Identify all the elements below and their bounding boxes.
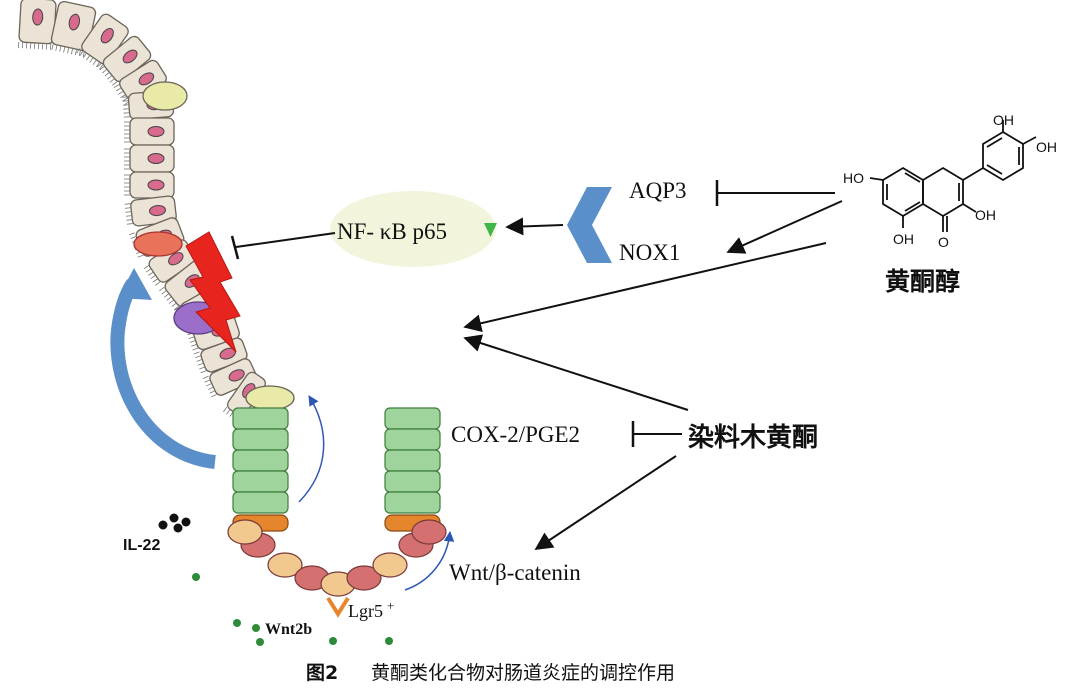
nfkb-inhibits-line — [235, 232, 336, 248]
crypt-cell — [232, 407, 289, 430]
nfkb-label: NF- κB p65 — [337, 219, 447, 244]
quercetin-structure — [869, 120, 1037, 232]
aqp3-label: AQP3 — [629, 178, 687, 203]
crypt-base-cell — [411, 519, 447, 545]
nfkb-bubble — [330, 191, 496, 267]
il22-label: IL-22 — [123, 537, 160, 554]
goblet-cell — [142, 81, 188, 111]
villus-cell — [50, 0, 97, 57]
luteolin-to-wnt-arrow — [534, 455, 677, 550]
villus-cell — [113, 59, 167, 105]
villus-cell — [124, 117, 175, 146]
nfkb-down-triangle-icon — [484, 223, 497, 237]
villus-cell — [193, 337, 248, 374]
villus-cell — [18, 0, 57, 50]
villus-cell — [124, 144, 175, 173]
svg-text:OH: OH — [1036, 139, 1057, 155]
svg-text:OH: OH — [993, 112, 1014, 128]
svg-text:OH: OH — [893, 231, 914, 247]
stem-to-crypt-arrow — [404, 530, 455, 591]
villus-cell — [124, 195, 177, 227]
aqp3-nox1-chevron — [567, 187, 612, 263]
svg-text:HO: HO — [843, 170, 864, 186]
il22-dots — [158, 513, 191, 533]
crypt-cell — [384, 470, 441, 493]
crypt-base-cell — [227, 519, 263, 545]
wnt2b-label: Wnt2b — [265, 621, 312, 638]
crypt-cell — [232, 470, 289, 493]
cox2-label: COX-2/PGE2 — [451, 422, 580, 447]
wnt2b-dots — [192, 573, 393, 646]
nfkb-inhibits-bar — [230, 235, 240, 260]
crypt-base-cell — [346, 565, 382, 591]
regeneration-curved-arrow-head — [118, 268, 152, 300]
crypt-cell — [232, 428, 289, 451]
villus-cell — [124, 171, 175, 199]
quercetin-label: 黄酮醇 — [885, 267, 960, 296]
svg-text:O: O — [938, 234, 949, 250]
figure-caption: 黄酮类化合物对肠道炎症的调控作用 — [371, 662, 675, 684]
nox1-label: NOX1 — [619, 240, 680, 265]
inflamed-cell — [133, 231, 183, 257]
luteolin-label: 染料木黄酮 — [688, 423, 818, 453]
wnt-label: Wnt/β-catenin — [449, 560, 581, 585]
left-crypt-migration-arrow — [298, 395, 325, 503]
quercetin-to-epithelium-arrow — [463, 242, 827, 333]
quercetin-to-nox1-arrow — [726, 200, 843, 254]
crypt-base-cell — [372, 552, 408, 578]
crypt-base-cell — [267, 552, 303, 578]
svg-text:OH: OH — [975, 207, 996, 223]
villus-cell — [202, 358, 257, 398]
chevron-to-nfkb-arrow — [505, 217, 564, 236]
goblet-cell — [245, 385, 295, 411]
crypt-cell — [384, 428, 441, 451]
lgr5-label: Lgr5+ — [348, 598, 394, 621]
quercetin-substituents: OH OH HO OH OH O — [843, 112, 1057, 250]
crypt-cell — [384, 491, 441, 514]
crypt-cell — [232, 449, 289, 472]
crypt-cell — [232, 491, 289, 514]
luteolin-to-epithelium-arrow — [463, 334, 689, 411]
villus-cell — [76, 13, 129, 70]
intestinal-epithelium-illustration — [18, 0, 447, 618]
crypt-cell — [384, 449, 441, 472]
crypt-cell — [384, 407, 441, 430]
figure-number: 图2 — [306, 662, 338, 684]
inflammation-lightning-icon — [185, 231, 241, 353]
lgr5-stem-cell — [326, 596, 350, 618]
